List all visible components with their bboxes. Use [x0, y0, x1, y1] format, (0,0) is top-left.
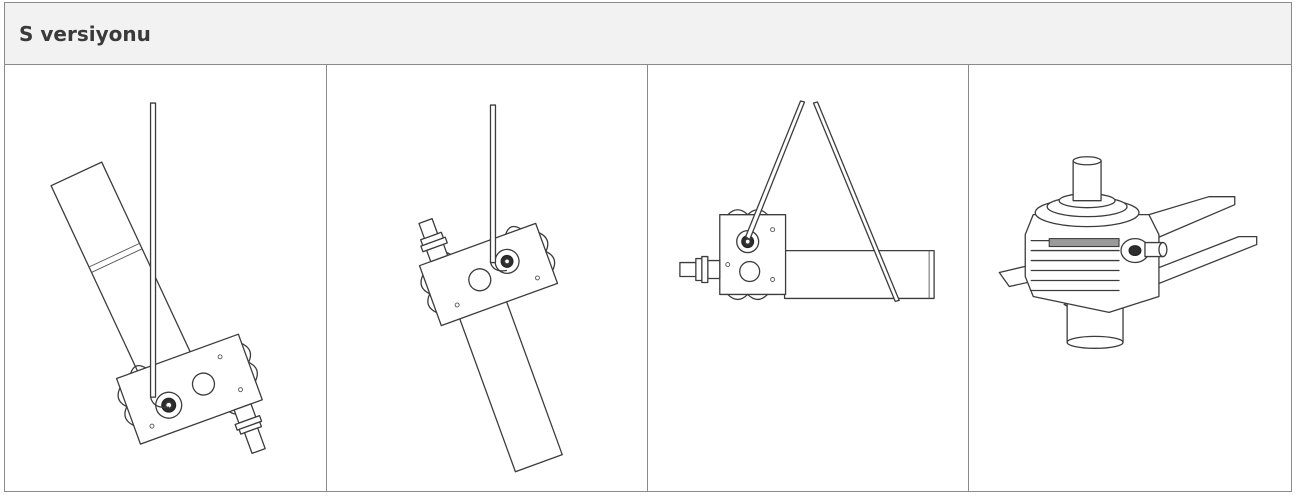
version-table: S versiyonu [4, 2, 1292, 492]
drawing-row [5, 65, 1291, 491]
table-header: S versiyonu [5, 3, 1291, 65]
drawing-cell-1 [5, 65, 327, 491]
actuator-drawing-tilted-left-icon [50, 102, 266, 455]
drawing-cell-3 [648, 65, 969, 491]
actuator-drawing-tilted-right-icon [418, 104, 563, 473]
section-title: S versiyonu [19, 21, 151, 46]
actuator-drawing-horizontal-icon [679, 100, 935, 303]
drawing-cell-2 [327, 65, 648, 491]
drawing-cell-4 [969, 65, 1291, 491]
screw-jack-gearbox-3d-icon [998, 156, 1258, 349]
